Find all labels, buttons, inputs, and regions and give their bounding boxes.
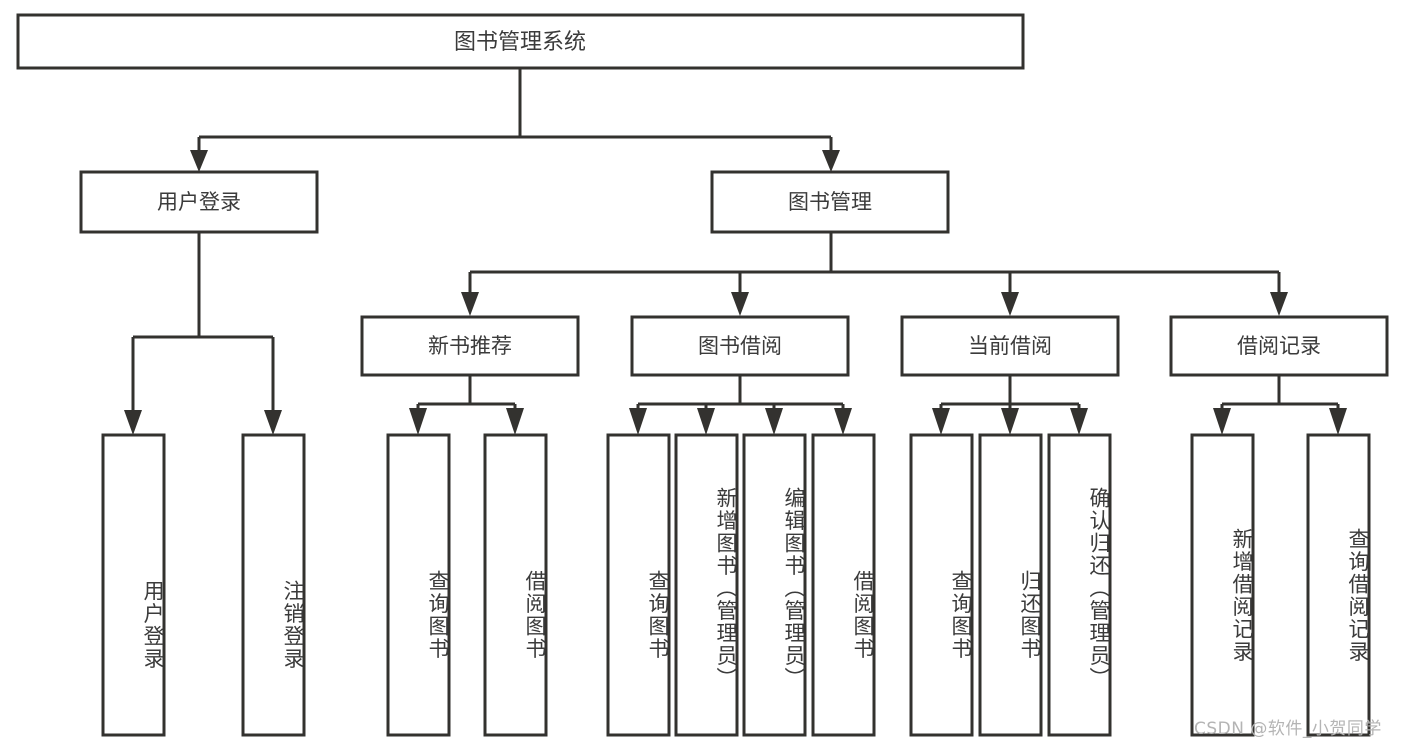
node-root-box[interactable] <box>16 13 1025 70</box>
arrow-head-icon <box>1329 408 1347 435</box>
leaf-box-newbook-query[interactable] <box>386 433 451 737</box>
leaf-box-currentborrow-return[interactable] <box>978 433 1043 737</box>
arrow-head-icon <box>822 150 840 172</box>
leaf-box-bookborrow-add[interactable] <box>674 433 739 737</box>
leaf-box-borrowrecord-query[interactable] <box>1306 433 1371 737</box>
connector-root-to-level2 <box>190 68 840 172</box>
arrow-head-icon <box>264 410 282 435</box>
leaf-box-currentborrow-confirm[interactable] <box>1047 433 1112 737</box>
node-borrow-record-label: 借阅记录 <box>1237 334 1321 358</box>
node-current-borrow-box[interactable] <box>900 315 1120 377</box>
arrow-head-icon <box>731 292 749 316</box>
leaf-box-user-login-login[interactable] <box>101 433 166 737</box>
node-book-borrow-box[interactable] <box>630 315 850 377</box>
arrow-head-icon <box>1001 292 1019 316</box>
node-book-management[interactable]: 图书管理 <box>710 170 950 234</box>
arrow-head-icon <box>506 408 524 435</box>
node-book-management-box[interactable] <box>710 170 950 234</box>
leaf-box-bookborrow-edit[interactable] <box>742 433 807 737</box>
connector-bookmgmt-to-level3 <box>461 232 1288 316</box>
arrow-head-icon <box>834 408 852 435</box>
node-new-book-recommend-label: 新书推荐 <box>428 334 512 358</box>
connector-borrowrecord-to-leaves <box>1213 375 1347 435</box>
arrow-head-icon <box>697 408 715 435</box>
arrow-head-icon <box>629 408 647 435</box>
node-current-borrow-label: 当前借阅 <box>968 334 1052 358</box>
node-borrow-record-box[interactable] <box>1169 315 1389 377</box>
arrow-head-icon <box>461 292 479 316</box>
arrow-head-icon <box>765 408 783 435</box>
node-current-borrow[interactable]: 当前借阅 <box>900 315 1120 377</box>
connector-userlogin-to-leaves <box>124 232 282 435</box>
leaf-box-currentborrow-query[interactable] <box>909 433 974 737</box>
connector-newbook-to-leaves <box>409 375 524 435</box>
connector-currentborrow-to-leaves <box>932 375 1088 435</box>
arrow-head-icon <box>124 410 142 435</box>
node-book-borrow[interactable]: 图书借阅 <box>630 315 850 377</box>
csdn-watermark: CSDN @软件_小贺同学 <box>1194 719 1382 739</box>
arrow-head-icon <box>1270 292 1288 316</box>
node-new-book-recommend-box[interactable] <box>360 315 580 377</box>
arrow-head-icon <box>409 408 427 435</box>
leaf-box-user-login-logout[interactable] <box>241 433 306 737</box>
node-book-borrow-label: 图书借阅 <box>698 334 782 358</box>
node-root-book-management-system[interactable]: 图书管理系统 <box>16 13 1025 70</box>
arrow-head-icon <box>1001 408 1019 435</box>
connector-bookborrow-to-leaves <box>629 375 852 435</box>
arrow-head-icon <box>190 150 208 172</box>
leaf-box-bookborrow-query[interactable] <box>606 433 671 737</box>
node-root-label: 图书管理系统 <box>454 30 586 55</box>
node-book-management-label: 图书管理 <box>788 190 872 214</box>
leaf-box-borrowrecord-add[interactable] <box>1190 433 1255 737</box>
arrow-head-icon <box>1213 408 1231 435</box>
node-user-login-box[interactable] <box>79 170 319 234</box>
leaf-box-bookborrow-borrow[interactable] <box>811 433 876 737</box>
node-borrow-record[interactable]: 借阅记录 <box>1169 315 1389 377</box>
leaf-box-newbook-borrow[interactable] <box>483 433 548 737</box>
arrow-head-icon <box>932 408 950 435</box>
node-user-login-label: 用户登录 <box>157 190 241 214</box>
node-user-login[interactable]: 用户登录 <box>79 170 319 234</box>
arrow-head-icon <box>1070 408 1088 435</box>
node-new-book-recommend[interactable]: 新书推荐 <box>360 315 580 377</box>
